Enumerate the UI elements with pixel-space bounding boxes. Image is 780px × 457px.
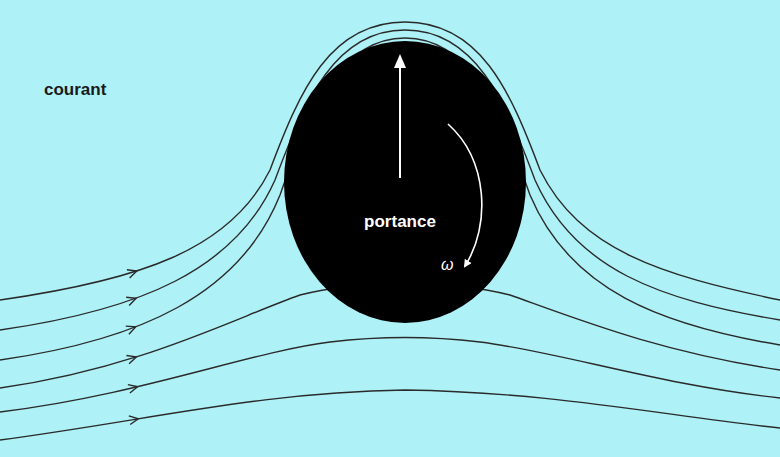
cylinder-body	[284, 41, 526, 323]
flow-arrowhead	[126, 326, 136, 334]
cylinder-shape	[283, 40, 527, 324]
flow-arrowhead	[126, 297, 136, 305]
rotation-arrow	[448, 124, 482, 266]
flow-arrowhead	[126, 355, 136, 363]
cylinder: portance ω	[283, 40, 527, 324]
flow-arrowhead	[128, 385, 138, 393]
lift-arrowhead	[394, 54, 406, 68]
omega-label: ω	[441, 256, 453, 274]
lift-label: portance	[364, 212, 436, 232]
flow-label: courant	[44, 80, 106, 100]
streamline	[0, 38, 780, 360]
streamline	[0, 390, 780, 440]
streamline	[0, 30, 780, 330]
flow-arrowhead	[129, 416, 139, 425]
flow-arrowhead	[127, 270, 137, 278]
streamline	[0, 338, 780, 413]
lift-arrow	[399, 62, 401, 178]
